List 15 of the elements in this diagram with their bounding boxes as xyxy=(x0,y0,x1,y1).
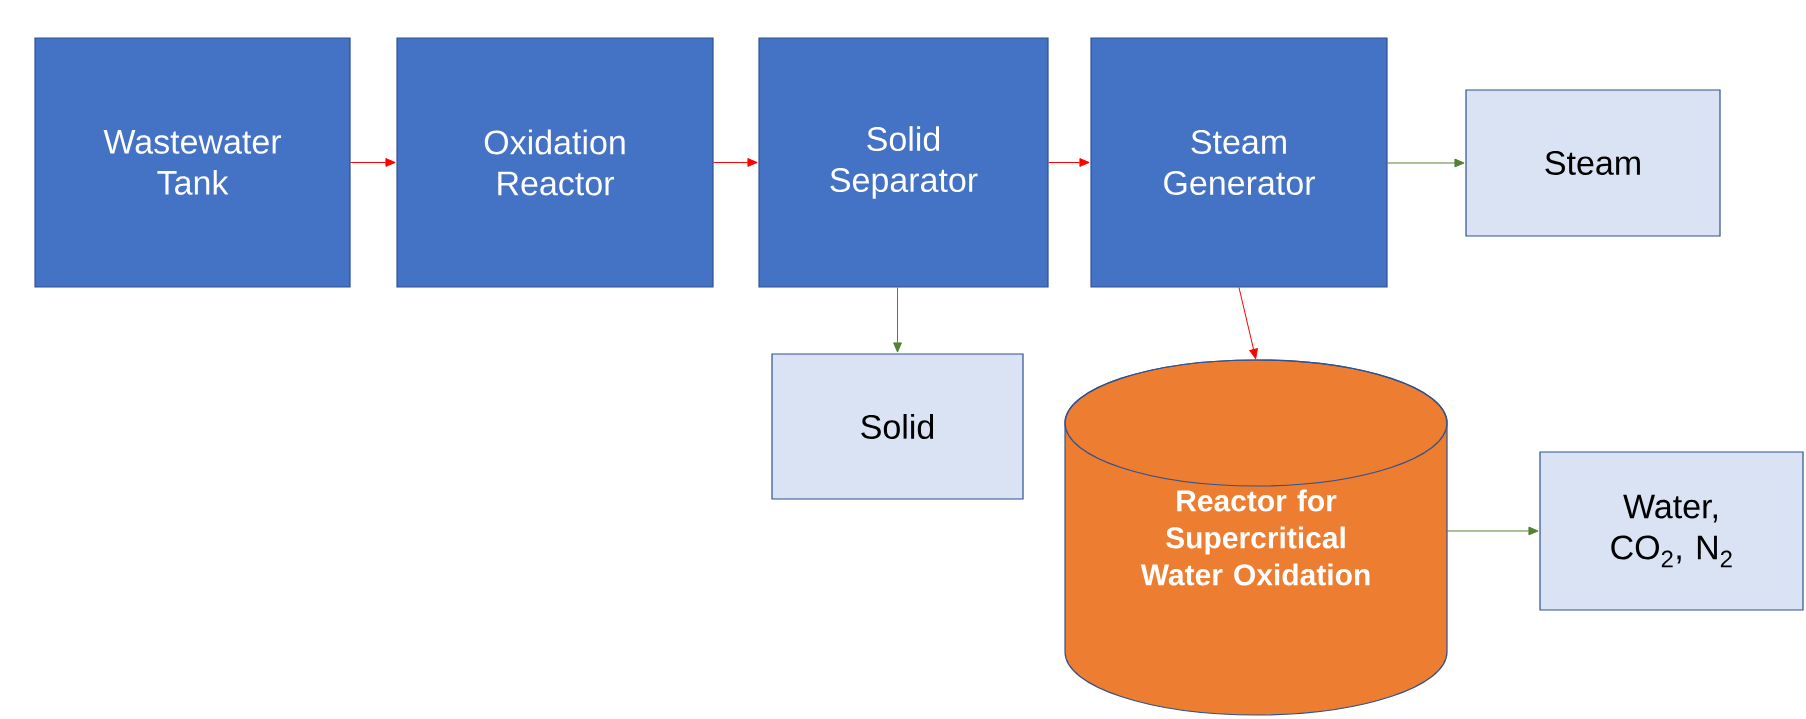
arrow xyxy=(1238,287,1258,359)
output-box: Water, CO$_{2}$, N$_{2}$ xyxy=(1539,451,1804,611)
reactor-cylinder: Reactor for Supercritical Water Oxidation xyxy=(1064,359,1448,716)
arrow xyxy=(1048,158,1090,167)
arrow xyxy=(350,158,396,167)
process-box: Solid Separator xyxy=(758,37,1049,288)
process-box: Wastewater Tank xyxy=(34,37,351,288)
output-box: Solid xyxy=(771,353,1024,500)
output-box: Steam xyxy=(1465,89,1721,237)
process-box: Steam Generator xyxy=(1090,37,1388,288)
arrow xyxy=(1387,158,1465,168)
arrow xyxy=(713,158,758,167)
arrow xyxy=(893,287,902,353)
process-box: Oxidation Reactor xyxy=(396,37,714,288)
arrow xyxy=(1446,526,1539,536)
